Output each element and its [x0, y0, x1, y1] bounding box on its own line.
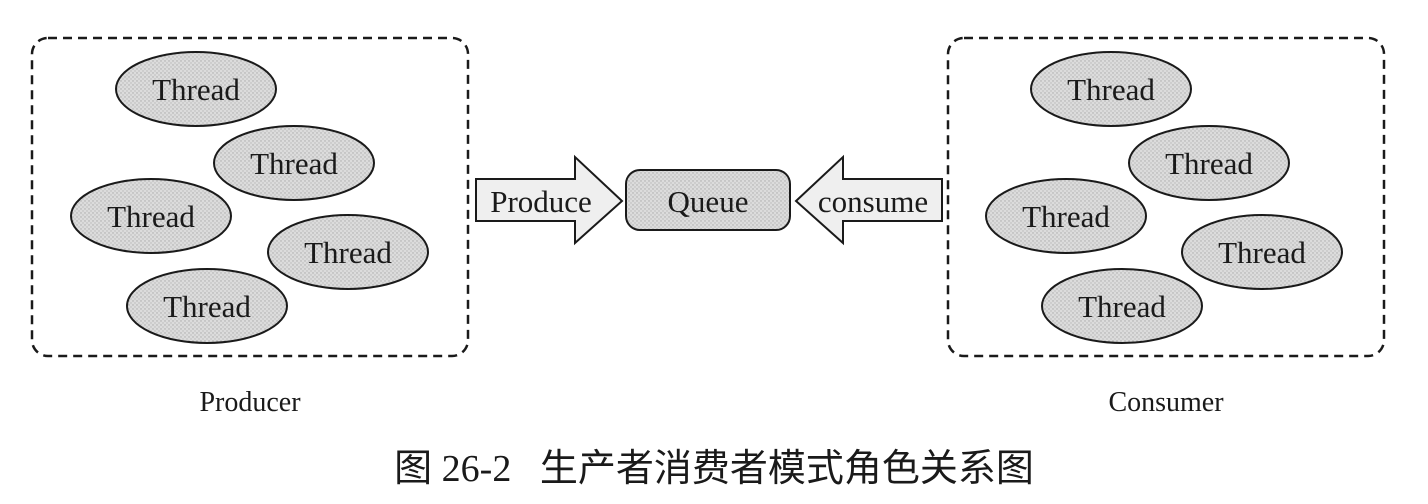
consume-arrow-label: consume — [818, 184, 928, 219]
producer-thread-1: Thread — [115, 51, 277, 127]
producer-dashed-box — [30, 36, 470, 358]
producer-thread-3: Thread — [70, 178, 232, 254]
thread-label: Thread — [1165, 146, 1253, 181]
thread-label: Thread — [152, 72, 240, 107]
thread-label: Thread — [1022, 199, 1110, 234]
produce-arrow: Produce — [475, 154, 624, 246]
consumer-dashed-box — [946, 36, 1386, 358]
consumer-label: Consumer — [1108, 387, 1224, 418]
consumer-thread-1: Thread — [1030, 51, 1192, 127]
figure-caption: 图 26-2 生产者消费者模式角色关系图 — [394, 448, 1034, 490]
thread-label: Thread — [304, 235, 392, 270]
producer-group: Thread Thread Thread Thread Thread — [30, 36, 470, 358]
producer-label: Producer — [199, 387, 301, 418]
queue-node: Queue — [625, 169, 791, 231]
thread-label: Thread — [1078, 289, 1166, 324]
thread-label: Thread — [163, 289, 251, 324]
producer-thread-2: Thread — [213, 125, 375, 201]
thread-label: Thread — [1067, 72, 1155, 107]
produce-arrow-label: Produce — [490, 184, 592, 219]
thread-label: Thread — [250, 146, 338, 181]
consumer-thread-4: Thread — [1181, 214, 1343, 290]
thread-label: Thread — [1218, 235, 1306, 270]
thread-label: Thread — [107, 199, 195, 234]
consumer-thread-5: Thread — [1041, 268, 1203, 344]
consumer-thread-3: Thread — [985, 178, 1147, 254]
consumer-thread-2: Thread — [1128, 125, 1290, 201]
consume-arrow: consume — [794, 154, 943, 246]
consumer-group: Thread Thread Thread Thread Thread — [946, 36, 1386, 358]
queue-label: Queue — [668, 184, 749, 219]
producer-thread-4: Thread — [267, 214, 429, 290]
producer-thread-5: Thread — [126, 268, 288, 344]
